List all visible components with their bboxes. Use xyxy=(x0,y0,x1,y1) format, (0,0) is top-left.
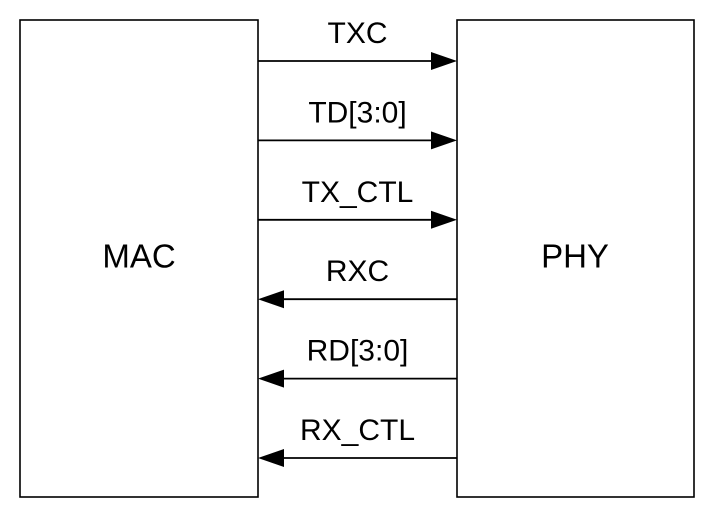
mac-label: MAC xyxy=(102,238,175,275)
signal-label: RX_CTL xyxy=(300,414,415,447)
signal-label: TD[3:0] xyxy=(308,96,406,129)
arrowhead-icon xyxy=(431,131,457,150)
signal-group: TXC TD[3:0] TX_CTL RXC RD[3:0] RX_CTL xyxy=(258,17,457,467)
arrowhead-icon xyxy=(258,449,284,467)
arrowhead-icon xyxy=(431,52,457,70)
arrowhead-icon xyxy=(258,369,284,388)
signal-label: RD[3:0] xyxy=(307,335,409,368)
phy-label: PHY xyxy=(541,238,609,275)
signal-label: TX_CTL xyxy=(302,176,414,209)
arrowhead-icon xyxy=(431,210,457,229)
signal-label: TXC xyxy=(328,17,388,50)
arrowhead-icon xyxy=(258,290,284,309)
phy-block xyxy=(456,19,695,498)
signal-label: RXC xyxy=(326,255,389,288)
mac-block xyxy=(19,19,259,498)
